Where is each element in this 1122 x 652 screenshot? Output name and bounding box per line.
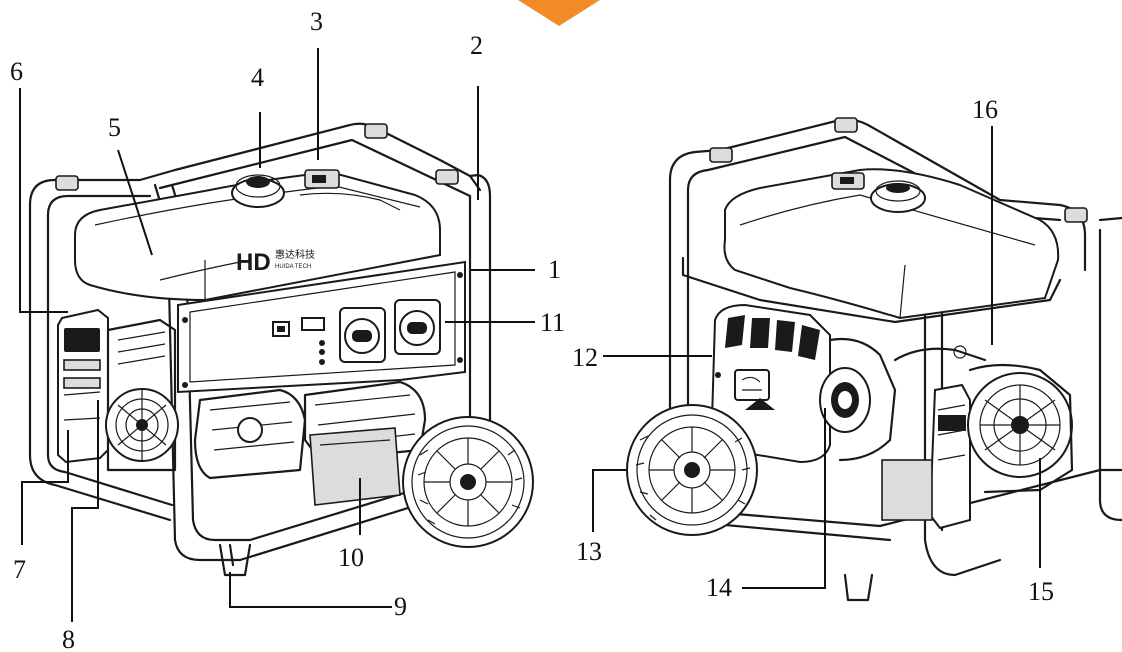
brand-english-text: HUIDA TECH bbox=[275, 264, 311, 270]
callout-3: 3 bbox=[310, 7, 323, 36]
brand-chinese-text: 惠达科技 bbox=[275, 248, 315, 261]
callout-2: 2 bbox=[470, 31, 483, 60]
callout-4: 4 bbox=[251, 63, 264, 92]
wheel-left bbox=[402, 416, 534, 548]
callout-1: 1 bbox=[548, 255, 561, 284]
brand-logo: HD 惠达科技 HUIDA TECH bbox=[236, 248, 315, 276]
callout-15: 15 bbox=[1028, 577, 1054, 606]
callout-7: 7 bbox=[13, 555, 26, 584]
wheel-right bbox=[626, 404, 758, 536]
callout-6: 6 bbox=[10, 57, 23, 86]
callout-16: 16 bbox=[972, 95, 998, 124]
callout-11: 11 bbox=[540, 308, 565, 337]
callout-10: 10 bbox=[338, 543, 364, 572]
leader-lines bbox=[19, 48, 1041, 622]
callout-13: 13 bbox=[576, 537, 602, 566]
generator-rear-view bbox=[626, 117, 1122, 602]
callout-14: 14 bbox=[706, 573, 732, 602]
brand-mark-text: HD bbox=[236, 249, 271, 276]
orange-accent-marker bbox=[518, 0, 600, 26]
callout-5: 5 bbox=[108, 113, 121, 142]
callout-8: 8 bbox=[62, 625, 75, 652]
callout-numbers: 1 2 3 4 5 6 7 8 9 10 11 12 13 14 15 16 bbox=[10, 7, 1054, 652]
callout-12: 12 bbox=[572, 343, 598, 372]
callout-9: 9 bbox=[394, 592, 407, 621]
generator-front-view: HD 惠达科技 HUIDA TECH bbox=[28, 122, 534, 577]
